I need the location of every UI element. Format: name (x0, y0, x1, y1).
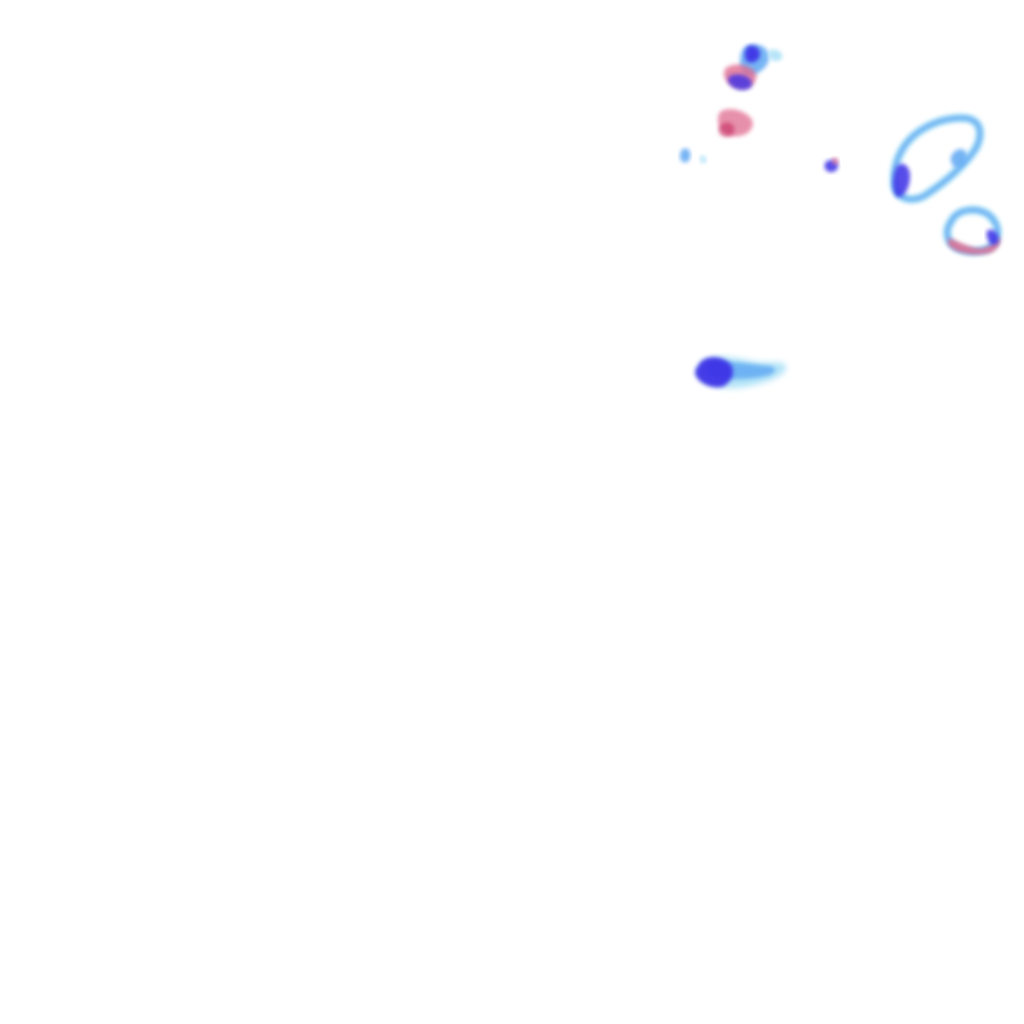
radar-echo-blob (718, 122, 735, 137)
radar-echo-blob (727, 74, 752, 91)
radar-echo-blob (948, 236, 1001, 255)
radar-echo-ring-large (889, 113, 985, 204)
radar-echo-blob (768, 49, 783, 61)
radar-echo-blob (680, 148, 691, 163)
radar-echo-blob (700, 155, 707, 164)
radar-echo-core (695, 357, 733, 388)
radar-echo-blob (893, 163, 910, 197)
radar-echo-cluster-north (680, 44, 839, 173)
radar-echo-blob (832, 157, 839, 165)
radar-echo-blob (950, 149, 967, 168)
radar-echo-ring-small (942, 205, 1003, 256)
radar-echo-band (695, 356, 787, 388)
radar-echo-blob (745, 45, 760, 63)
radar-echo-blob (986, 229, 999, 245)
